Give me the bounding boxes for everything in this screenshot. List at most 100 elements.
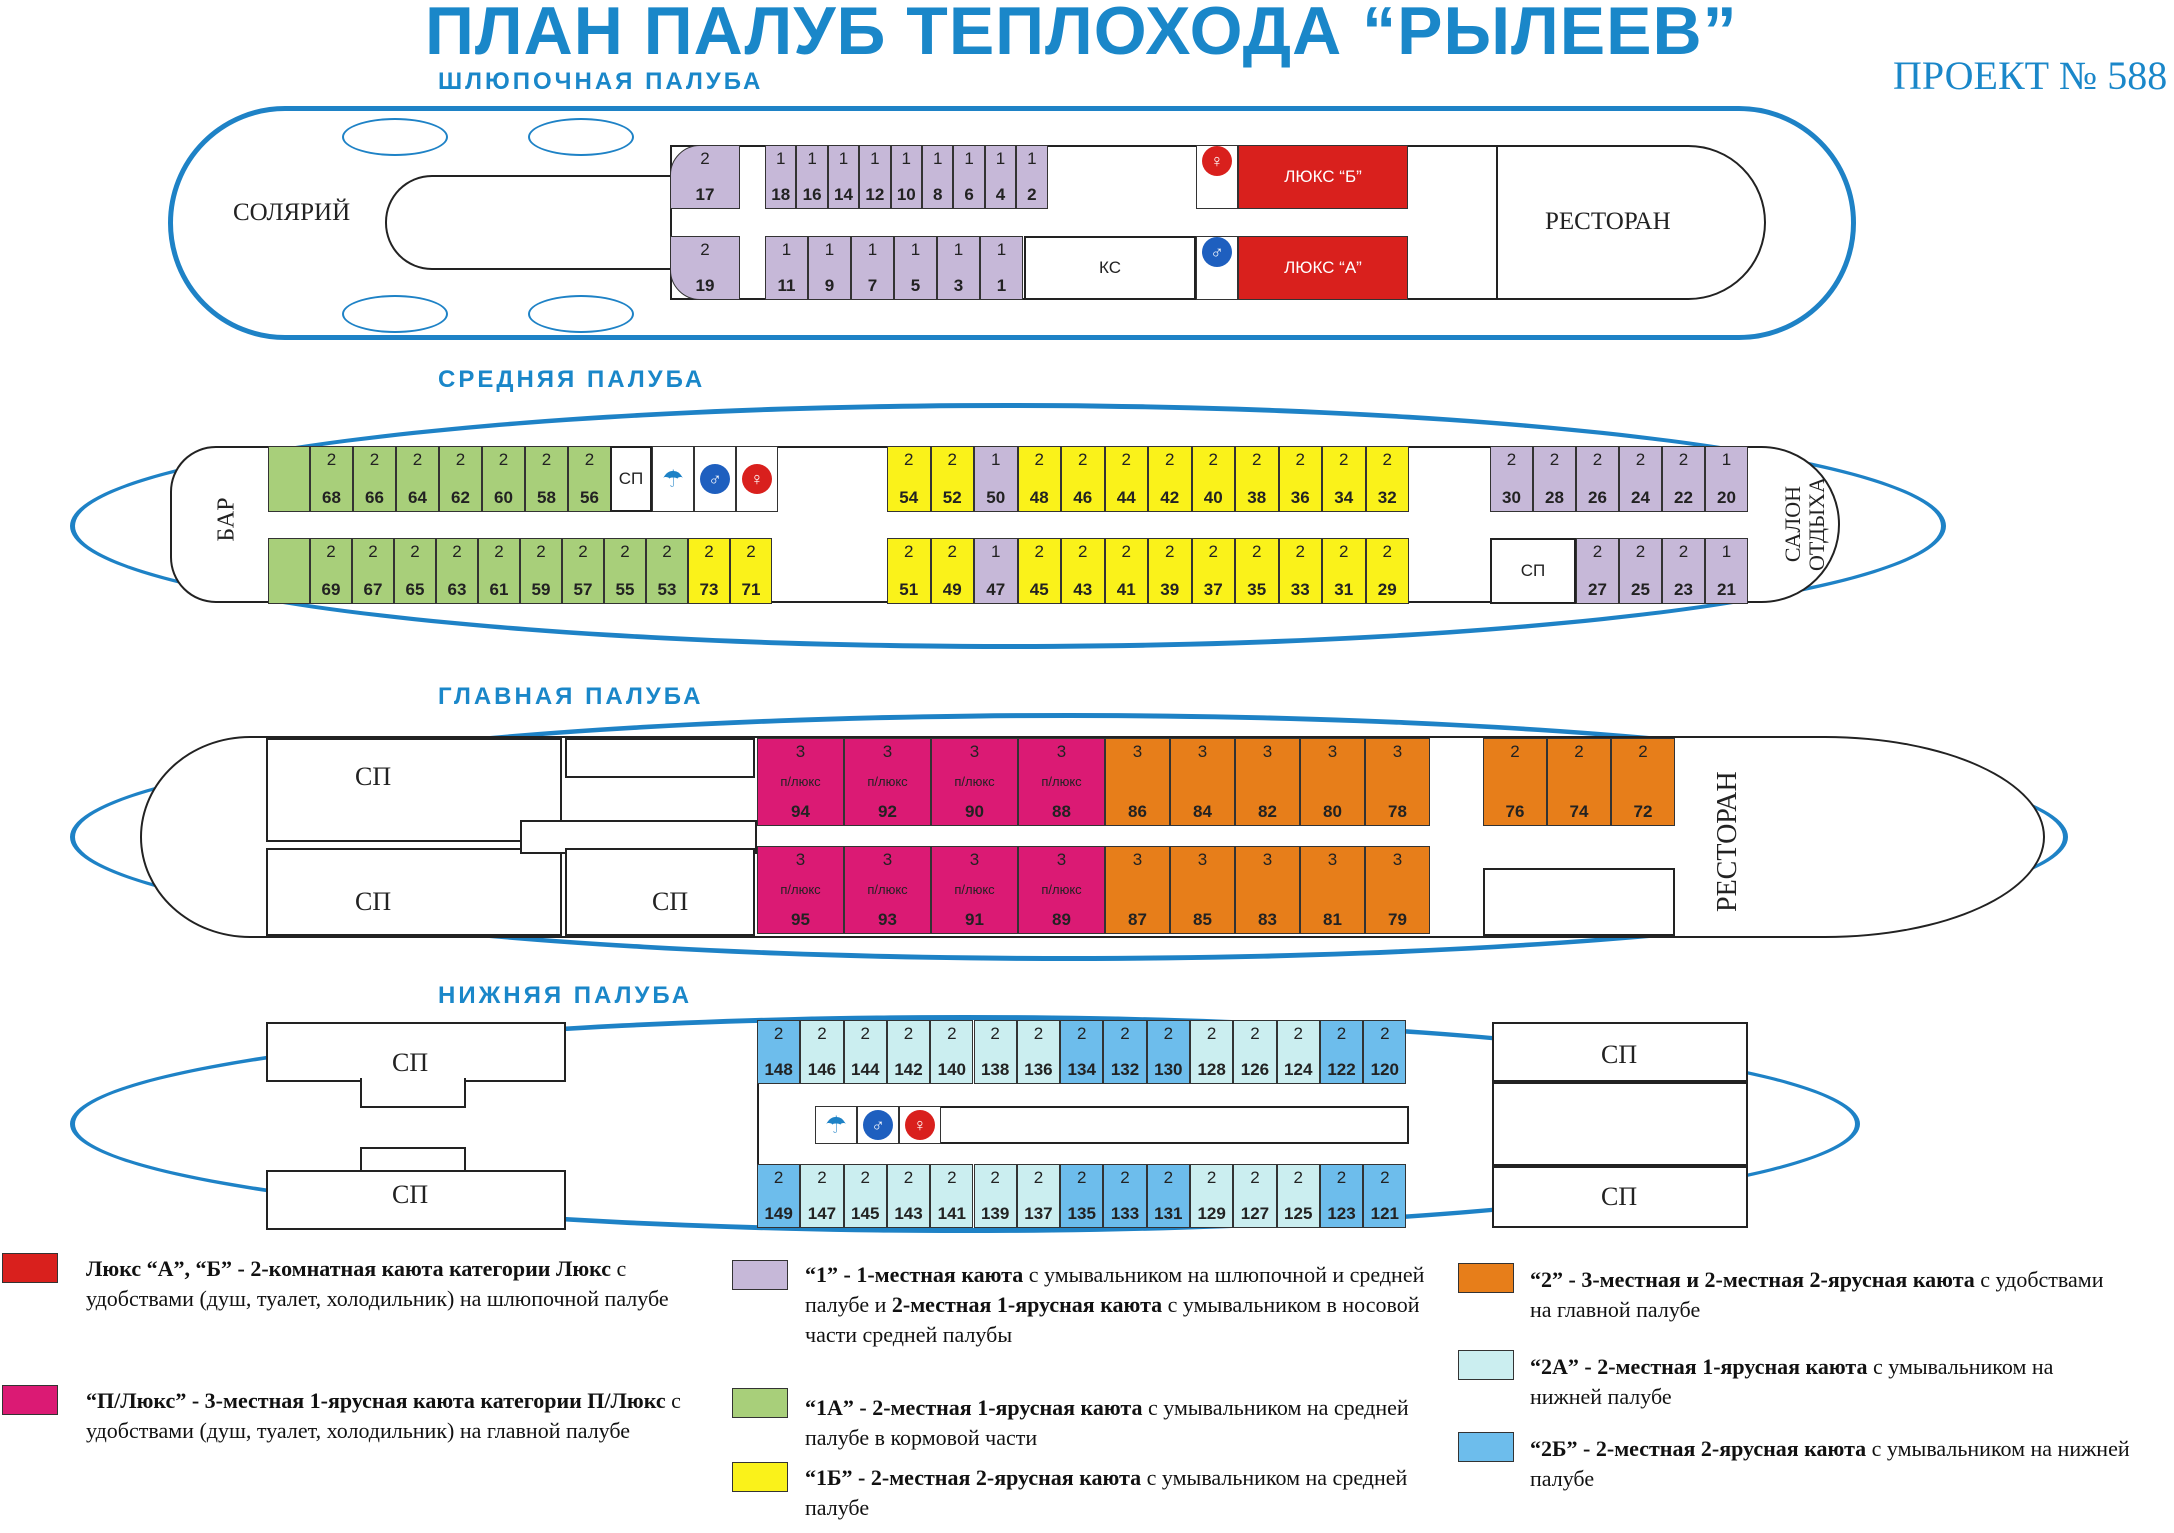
cabin-lux-b[interactable]: ЛЮКС “Б” bbox=[1238, 145, 1408, 209]
